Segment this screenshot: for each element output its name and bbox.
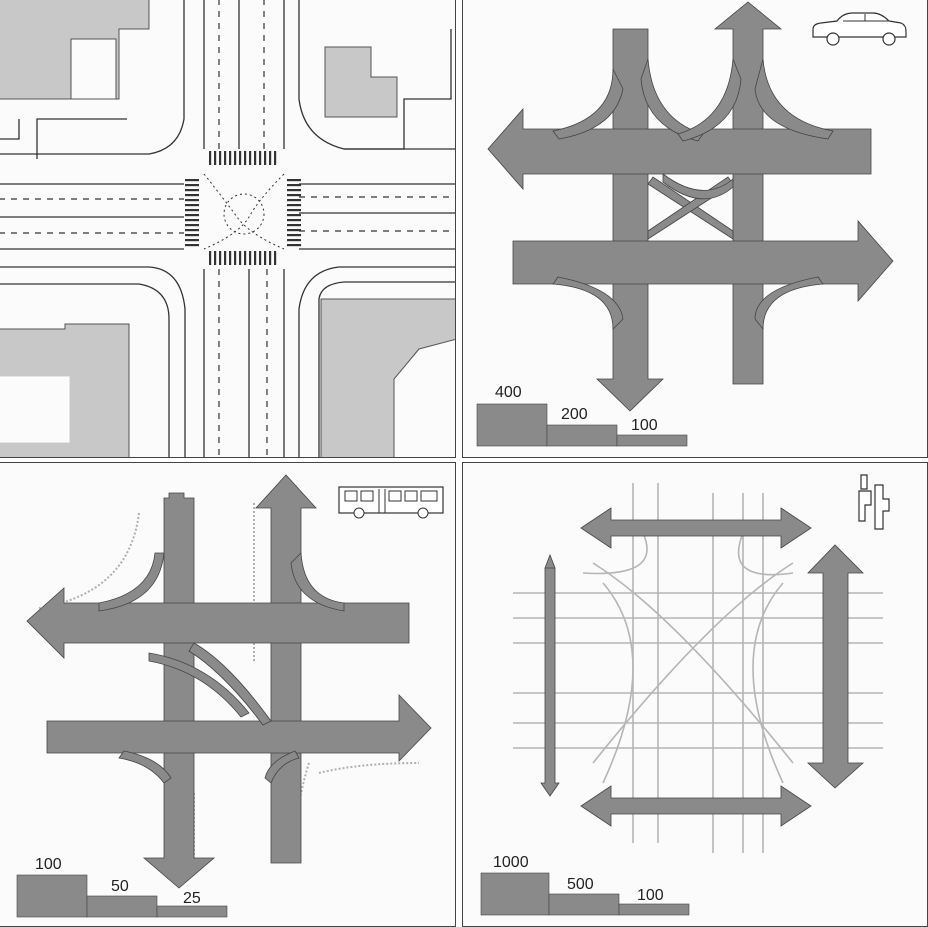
car-scale-label-small: 100 <box>631 417 658 434</box>
pedestrian-flow-diagram <box>480 483 883 916</box>
pedestrian-scale-bar <box>480 872 690 916</box>
car-scale-label-medium: 200 <box>561 406 588 423</box>
bus-flow-panel: 100 50 25 <box>0 462 456 927</box>
pedestrian-scale-label-small: 100 <box>637 887 664 904</box>
intersection-map-drawing <box>0 0 455 457</box>
car-flow-diagram <box>476 1 894 447</box>
car-flow-westbound <box>487 107 872 191</box>
curb-bottom-left <box>0 266 186 457</box>
bus-flow-southbound <box>142 492 216 889</box>
curb-top-left <box>0 0 185 155</box>
car-flow-eastbound <box>512 219 894 303</box>
intersection-map-panel <box>0 0 456 458</box>
pedestrian-flow-panel: 1000 500 100 <box>462 462 928 927</box>
building-top-right <box>324 46 398 118</box>
building-bottom-right <box>320 298 455 457</box>
bus-flow-eastbound <box>46 694 432 762</box>
pedestrian-scale-label-medium: 500 <box>567 876 594 893</box>
curb-bottom-right <box>298 266 455 457</box>
pedestrian-scale-label-large: 1000 <box>493 854 529 871</box>
pedestrian-flow-west-crossing <box>540 553 560 797</box>
pedestrian-flow-north-crossing <box>580 507 812 549</box>
bus-flow-westbound <box>26 587 410 659</box>
bus-scale-label-large: 100 <box>35 856 62 873</box>
bus-scale-bar <box>16 874 228 918</box>
bus-scale-label-medium: 50 <box>111 878 129 895</box>
bus-flow-northbound <box>255 474 317 864</box>
bus-scale-label-small: 25 <box>183 890 201 907</box>
courtyard-top-left <box>70 38 117 100</box>
bus-flow-diagram <box>16 474 432 918</box>
pedestrian-flow-south-crossing <box>580 785 812 827</box>
pedestrian-flow-east-crossing <box>806 544 865 789</box>
courtyard-bottom-left <box>0 376 70 443</box>
car-scale-bar <box>476 403 688 447</box>
car-flow-panel: 400 200 100 <box>462 0 928 458</box>
car-scale-label-large: 400 <box>495 384 522 401</box>
curb-top-right <box>298 0 455 150</box>
